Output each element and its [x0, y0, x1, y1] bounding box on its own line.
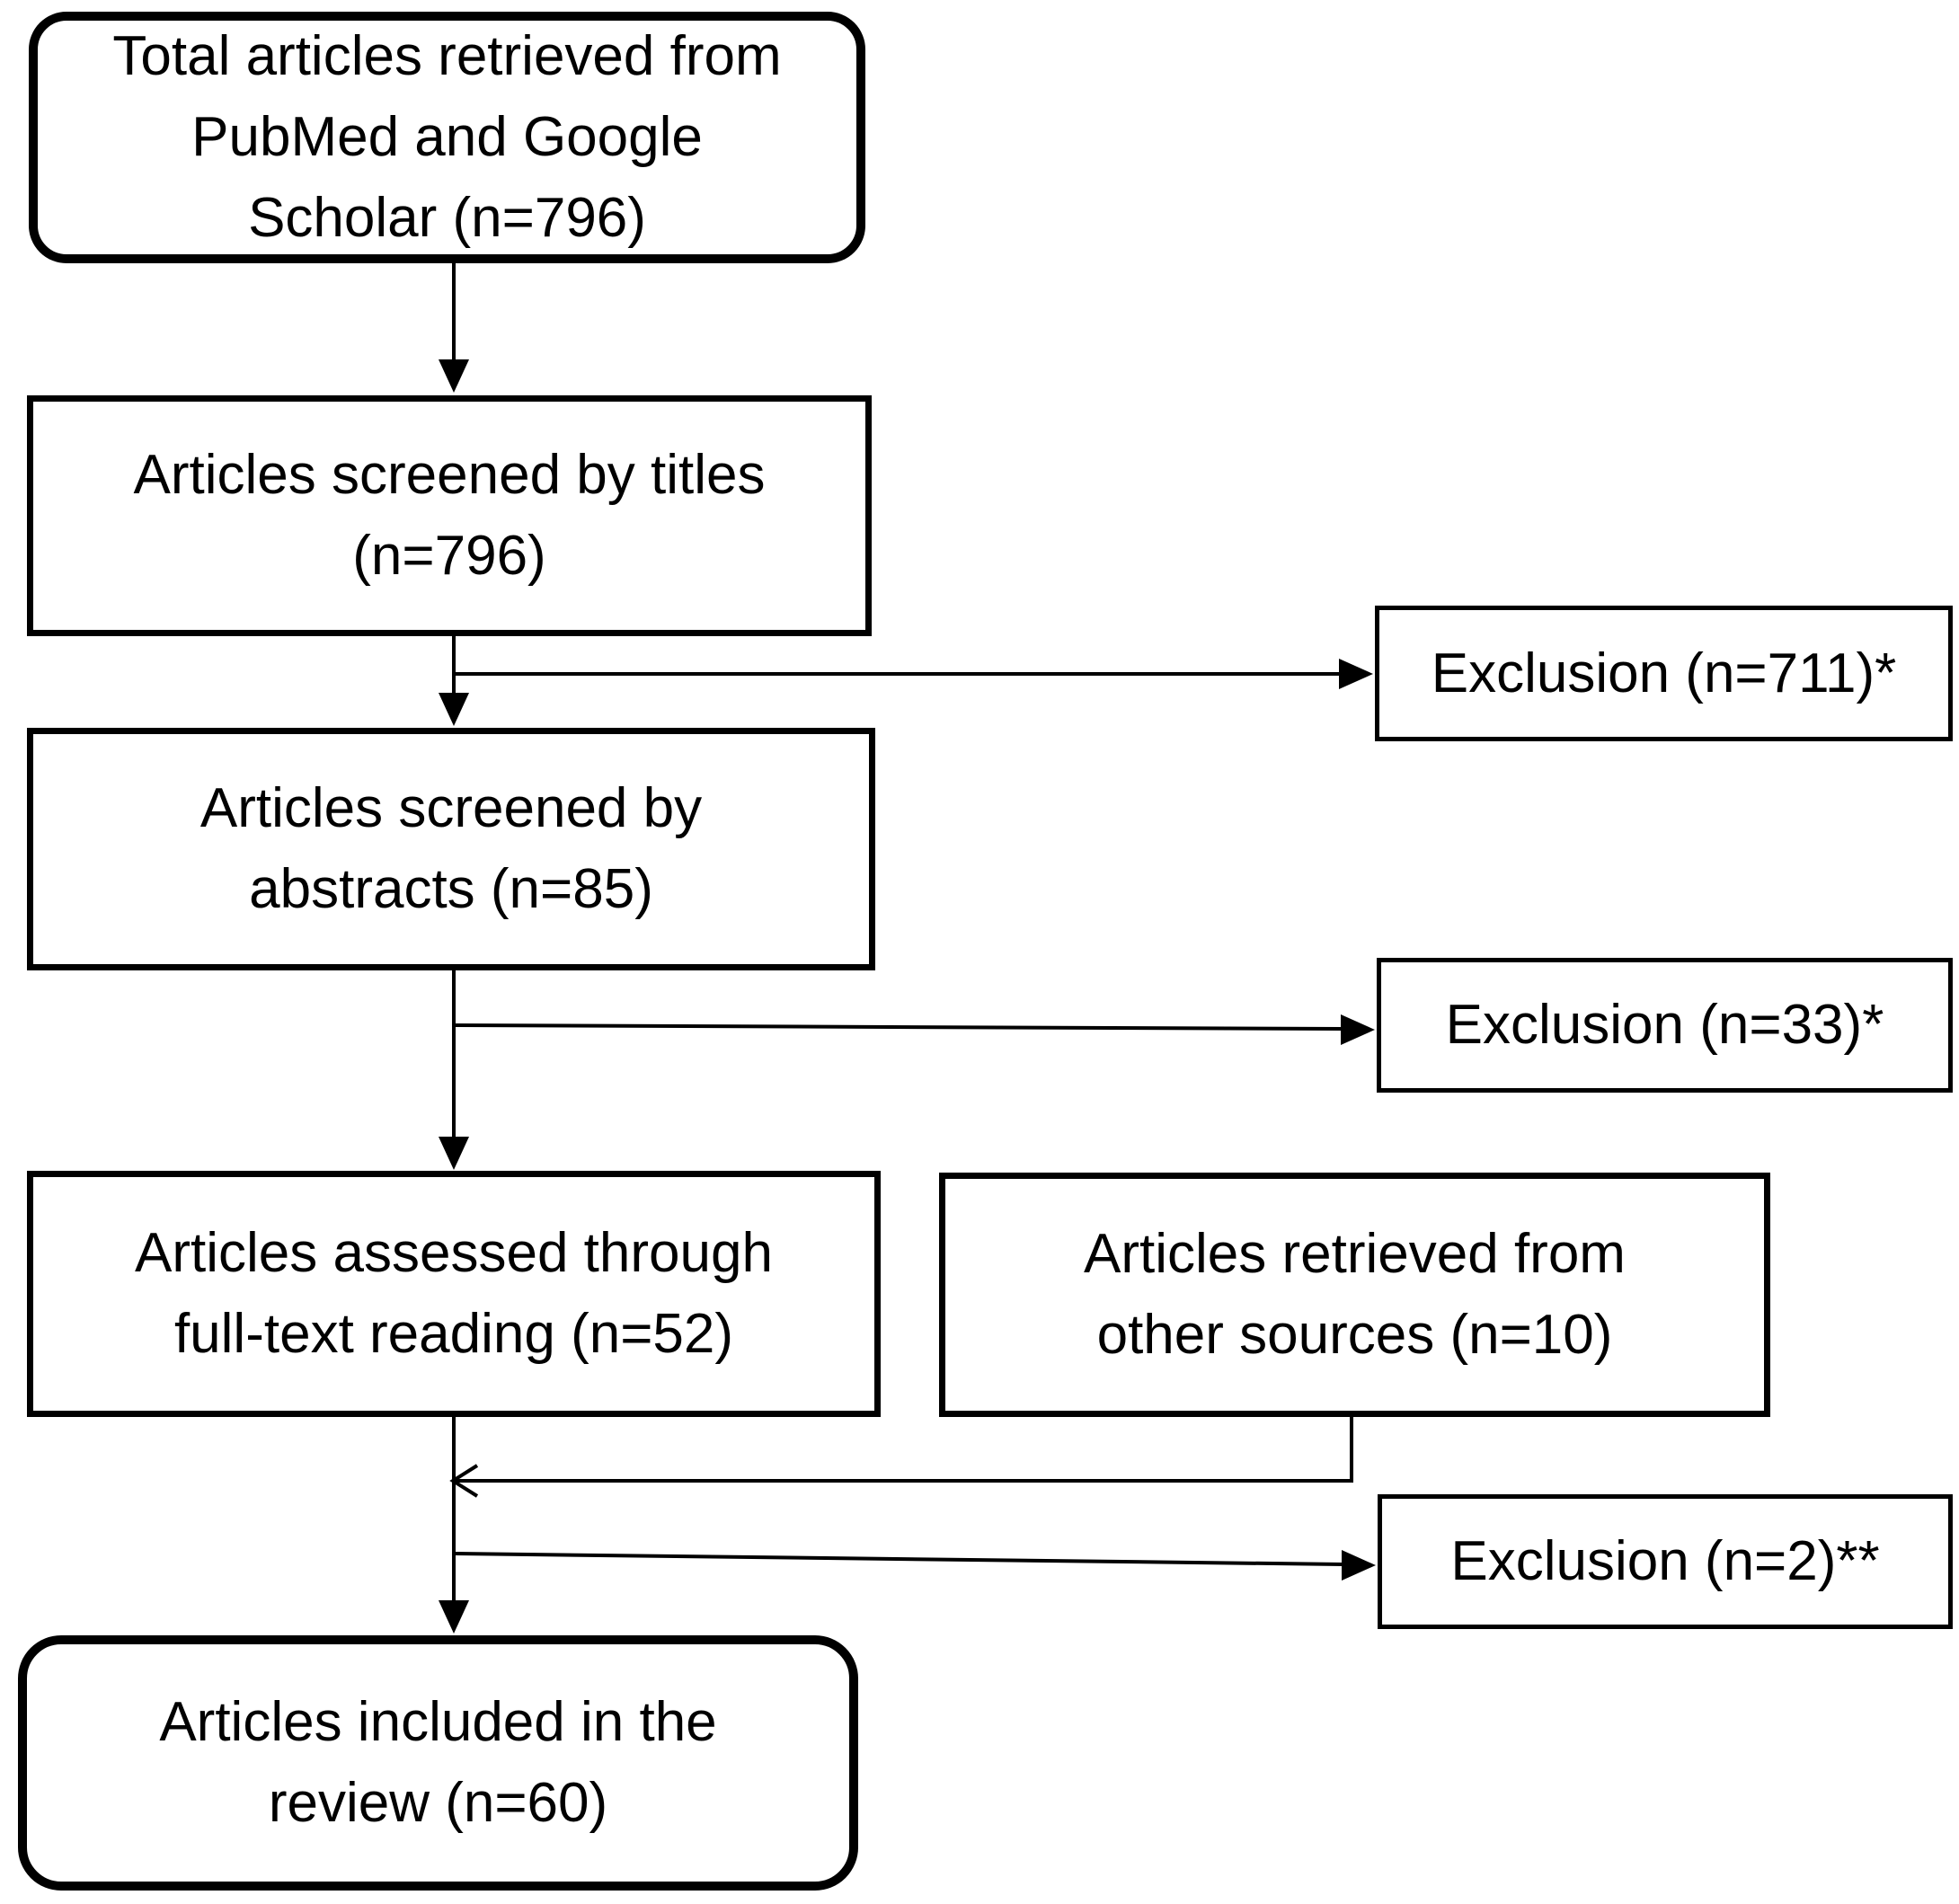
node-other-sources: Articles retrieved from other sources (n… [939, 1173, 1770, 1417]
node-exclusion-abstracts: Exclusion (n=33)* [1377, 958, 1953, 1093]
arrow-fulltext-to-included [439, 1417, 469, 1634]
node-exclusion-titles-label: Exclusion (n=711)* [1431, 642, 1897, 704]
node-exclusion-fulltext: Exclusion (n=2)** [1378, 1494, 1953, 1629]
arrow-titles-to-exclusion [454, 659, 1373, 689]
node-exclusion-titles: Exclusion (n=711)* [1375, 606, 1953, 741]
arrow-abstracts-to-fulltext [439, 970, 469, 1170]
node-screened-titles: Articles screened by titles (n=796) [27, 395, 872, 636]
node-exclusion-abstracts-label: Exclusion (n=33)* [1445, 994, 1884, 1056]
node-screened-titles-label: Articles screened by titles (n=796) [133, 444, 766, 587]
node-other-sources-label: Articles retrieved from other sources (n… [1084, 1223, 1626, 1366]
node-screened-abstracts: Articles screened by abstracts (n=85) [27, 728, 875, 970]
arrow-total-to-titles [439, 263, 469, 393]
node-included-review: Articles included in the review (n=60) [18, 1635, 858, 1891]
arrow-titles-to-abstracts [439, 636, 469, 726]
node-total-retrieved-label: Total articles retrieved from PubMed and… [112, 25, 782, 249]
node-exclusion-fulltext-label: Exclusion (n=2)** [1450, 1530, 1880, 1592]
arrow-fulltext-to-exclusion [453, 1550, 1376, 1581]
node-total-retrieved: Total articles retrieved from PubMed and… [29, 12, 865, 263]
arrow-abstracts-to-exclusion [453, 1014, 1375, 1045]
node-fulltext-assessed-label: Articles assessed through full-text read… [135, 1222, 773, 1365]
node-fulltext-assessed: Articles assessed through full-text read… [27, 1171, 881, 1417]
node-screened-abstracts-label: Articles screened by abstracts (n=85) [199, 777, 703, 920]
node-included-review-label: Articles included in the review (n=60) [159, 1691, 717, 1834]
merge-other-sources-arrow [449, 1417, 1353, 1498]
